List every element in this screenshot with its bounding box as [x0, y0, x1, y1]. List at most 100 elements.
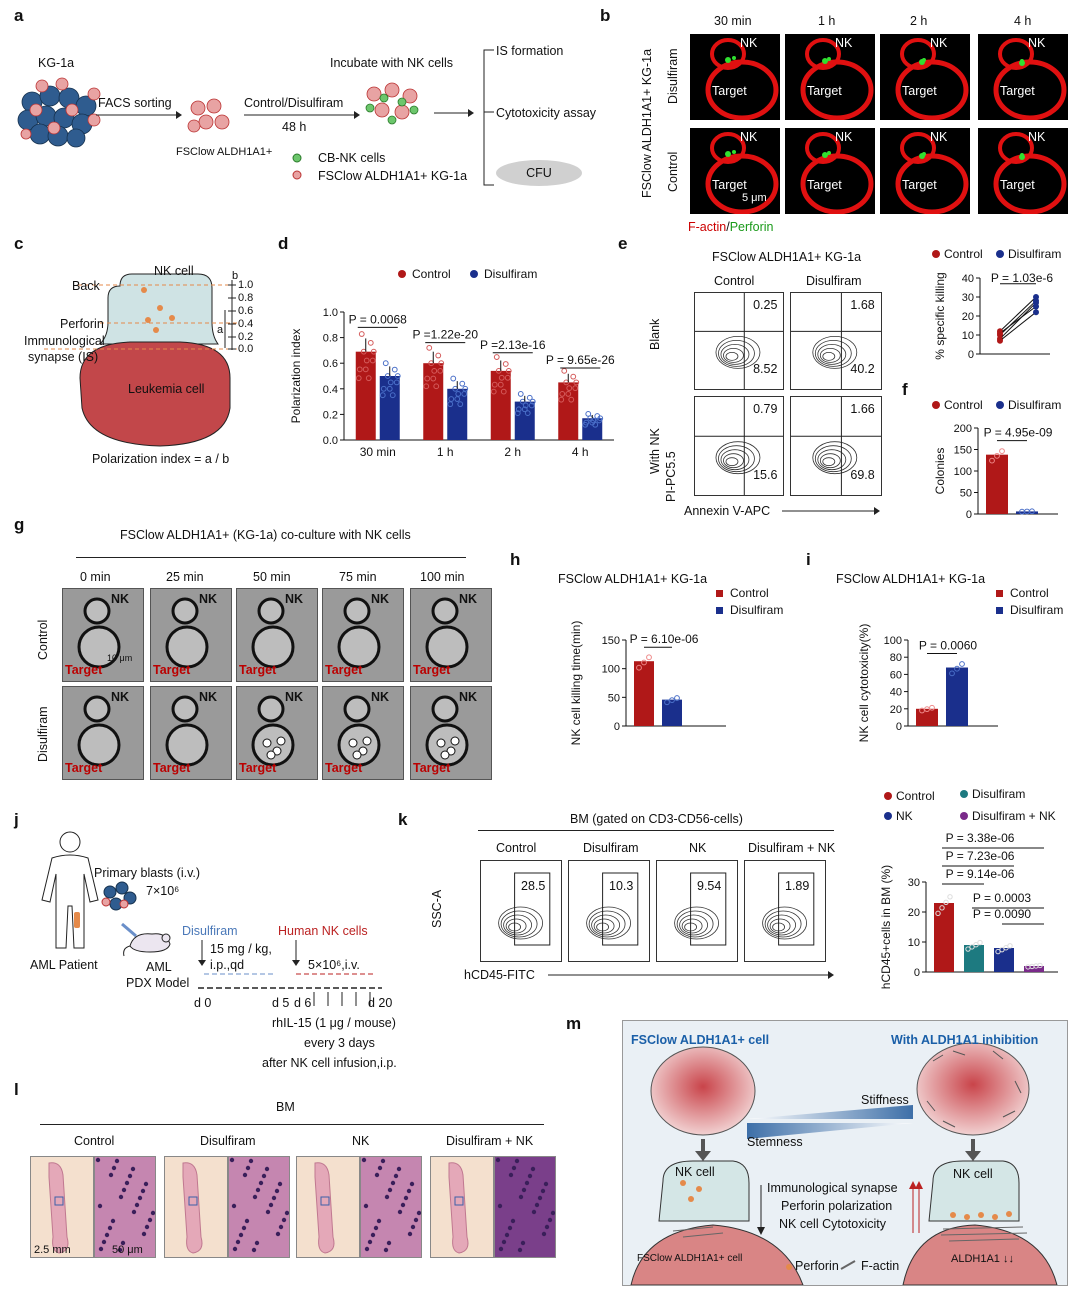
j-dis-dose1: 15 mg / kg, — [210, 942, 272, 956]
nk-label: NK — [111, 690, 130, 704]
histology-zoom-1 — [228, 1156, 290, 1258]
nucleus — [416, 1210, 421, 1216]
flow-k-2: 9.54 — [656, 860, 738, 962]
j-blasts: Primary blasts (i.v.) — [94, 866, 201, 880]
nucleus — [406, 1188, 412, 1194]
nucleus — [386, 1240, 392, 1246]
incubate-arrow — [434, 109, 474, 117]
data-point — [363, 357, 370, 364]
p-value-label: P = 9.65e-26 — [546, 353, 615, 367]
l-group-1: Disulfiram — [200, 1134, 256, 1148]
quadrant-value: 9.54 — [697, 879, 722, 893]
nk-label: NK — [459, 592, 478, 606]
panel-label-a: a — [14, 6, 24, 25]
nucleus — [277, 1181, 283, 1187]
m-nk-left: NK cell — [675, 1165, 715, 1179]
nucleus — [550, 1210, 555, 1216]
nk-label: NK — [285, 592, 304, 606]
bar-chart-f-1 — [1016, 511, 1038, 514]
incubate-label: Incubate with NK cells — [330, 56, 453, 70]
contour — [767, 914, 796, 936]
x-tick-label: 2 h — [504, 445, 521, 459]
nucleus — [268, 1202, 274, 1208]
nucleus — [231, 1203, 237, 1209]
y-tick-label: 50 — [608, 692, 620, 704]
data-point — [369, 357, 376, 364]
nucleus — [541, 1231, 547, 1237]
bar-k-1 — [964, 945, 984, 972]
nk-cell — [343, 597, 371, 625]
m-cyto: NK cell Cytotoxicity — [779, 1217, 886, 1231]
data-point — [585, 410, 592, 417]
data-point — [943, 899, 949, 906]
nucleus — [121, 1187, 127, 1193]
patient-silhouette — [41, 831, 99, 949]
legend-label-disulfiram: Disulfiram — [484, 267, 537, 281]
perforin-dot — [1020, 59, 1024, 63]
legend-label-0: Control — [896, 789, 935, 803]
m-graphic — [630, 1042, 1058, 1285]
l-group-0: Control — [74, 1134, 115, 1148]
k-title: BM (gated on CD3-CD56-cells) — [570, 812, 743, 826]
gate-box — [514, 872, 551, 946]
m-right-title: With ALDH1A1 inhibition — [891, 1033, 1039, 1047]
e-row-blank: Blank — [648, 318, 662, 350]
bar-chart-h-0 — [634, 661, 654, 726]
data-point — [367, 339, 374, 346]
contour — [720, 343, 750, 365]
nucleus — [143, 1181, 149, 1187]
b-stain-legend: F-actin/Perforin — [688, 220, 773, 234]
nucleus — [244, 1218, 250, 1224]
target-label: Target — [902, 84, 937, 98]
nucleus — [373, 1225, 379, 1231]
m-perf: Perforin polarization — [781, 1199, 893, 1213]
p-value-label: P = 6.10e-06 — [630, 632, 699, 646]
scale-bar-label: 10 μm — [107, 653, 133, 663]
nucleus — [376, 1218, 382, 1224]
data-point — [636, 664, 642, 671]
panel-label-d: d — [278, 234, 289, 253]
p-value-label: P = 9.14e-06 — [946, 867, 1015, 881]
nk-label: NK — [835, 130, 853, 144]
p-value-label: P =1.22e-20 — [412, 328, 478, 342]
legend-dot-control — [932, 401, 940, 409]
g-time-0: 0 min — [80, 570, 111, 584]
treat-label: Control/Disulfiram — [244, 96, 344, 110]
legend-label-1: Disulfiram — [972, 787, 1025, 801]
contour — [764, 910, 802, 938]
nucleus — [97, 1203, 103, 1209]
m-nk-right: NK cell — [953, 1167, 993, 1181]
legend-swatch-control — [996, 590, 1003, 597]
kg1a-label: KG-1a — [38, 56, 75, 70]
target-cell — [165, 723, 209, 767]
perforin-dot — [922, 58, 926, 62]
j-timeline — [198, 940, 382, 1006]
j-d5: d 5 — [272, 996, 290, 1010]
nk-membrane — [805, 132, 841, 164]
data-point — [674, 695, 680, 701]
data-point — [646, 654, 652, 661]
contour — [822, 457, 836, 467]
target-label: Target — [902, 178, 937, 192]
y-tick-label: 10 — [962, 330, 974, 342]
y-tick-label: 0.6 — [323, 358, 338, 370]
nucleus — [114, 1158, 120, 1164]
g-time-3: 75 min — [339, 570, 377, 584]
bar-d-control-1 — [423, 363, 444, 440]
contour — [715, 335, 761, 369]
data-point — [394, 373, 401, 379]
nk-label: NK — [835, 36, 853, 50]
e-col-disulfiram: Disulfiram — [806, 274, 862, 288]
bleb — [352, 750, 362, 760]
data-point — [529, 398, 536, 405]
nucleus — [111, 1165, 117, 1171]
b-time-3: 4 h — [1014, 14, 1032, 28]
panel-label-c: c — [14, 234, 24, 253]
nucleus — [544, 1224, 550, 1230]
b-side-label: FSClow ALDH1A1+ KG-1a — [640, 48, 654, 198]
nk-label: NK — [930, 130, 948, 144]
